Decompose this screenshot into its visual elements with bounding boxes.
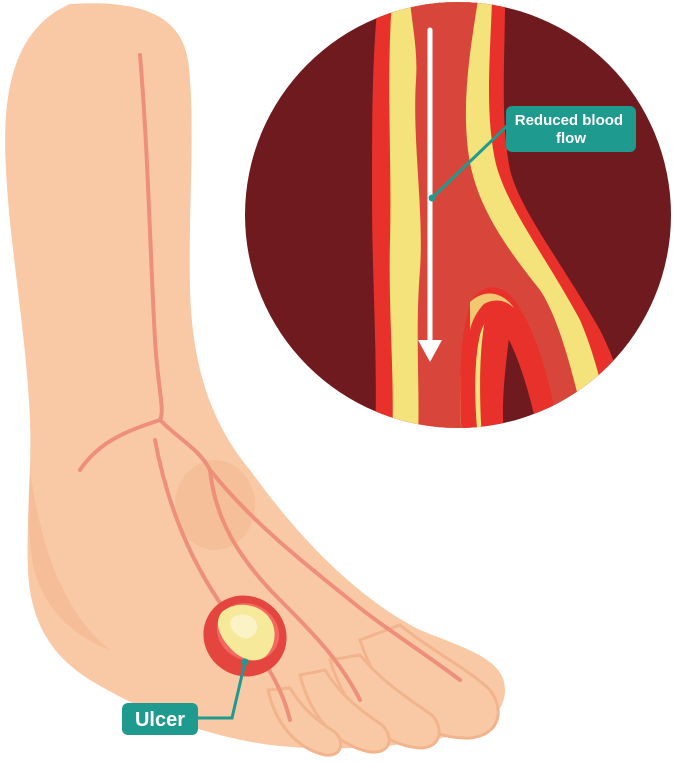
- blood-flow-label-line-1: Reduced blood: [515, 112, 623, 129]
- blood-flow-label-line-2: flow: [556, 130, 586, 147]
- artery-magnification: Reduced blood flow: [242, 0, 674, 440]
- ulcer-label: Ulcer: [135, 709, 185, 731]
